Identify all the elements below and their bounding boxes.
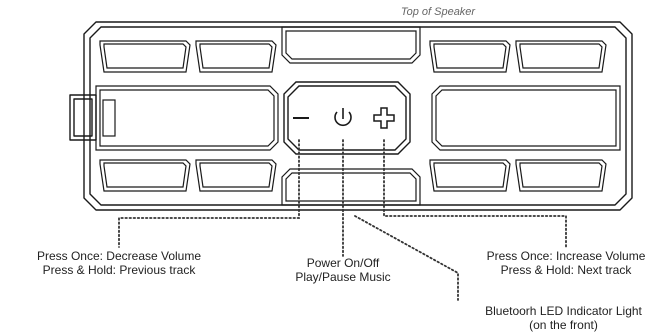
volume-down-button[interactable] xyxy=(292,110,310,120)
volume-up-label-line1: Press Once: Increase Volume xyxy=(486,249,646,263)
power-label-line2: Play/Pause Music xyxy=(295,270,391,284)
volume-up-button[interactable] xyxy=(373,107,395,129)
power-icon xyxy=(334,108,352,127)
grille-vents xyxy=(99,40,607,192)
volume-down-label: Press Once: Decrease Volume Press & Hold… xyxy=(2,249,236,277)
leader-lines xyxy=(118,139,567,301)
led-indicator-label: Bluetoorh LED Indicator Light (on the fr… xyxy=(462,304,665,332)
plus-icon xyxy=(373,107,395,129)
power-button[interactable] xyxy=(334,108,352,127)
diagram-title: Top of Speaker xyxy=(400,6,476,18)
volume-down-label-line1: Press Once: Decrease Volume xyxy=(36,249,202,263)
control-panel xyxy=(283,81,411,155)
led-indicator-label-line2: (on the front) xyxy=(529,318,598,332)
power-label-line1: Power On/Off xyxy=(306,256,380,270)
led-indicator-label-line1: Bluetoorh LED Indicator Light xyxy=(485,304,642,318)
volume-up-label: Press Once: Increase Volume Press & Hold… xyxy=(448,249,667,277)
side-channels xyxy=(95,85,621,151)
power-label: Power On/Off Play/Pause Music xyxy=(273,256,413,284)
volume-down-label-line2: Press & Hold: Previous track xyxy=(42,263,196,277)
volume-up-label-line2: Press & Hold: Next track xyxy=(500,263,632,277)
top-center-channel xyxy=(281,26,421,206)
